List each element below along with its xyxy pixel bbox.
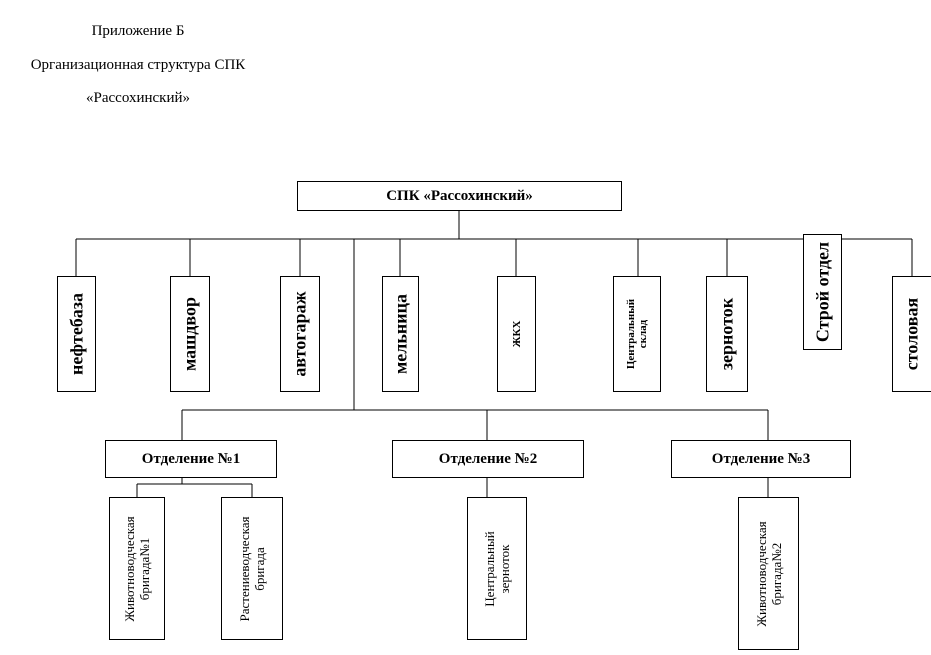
root-label: СПК «Рассохинский» xyxy=(386,187,533,204)
division-label: Отделение №2 xyxy=(438,450,538,467)
division-box-2: Отделение №2 xyxy=(392,440,584,478)
service-label: нефтебаза xyxy=(66,292,86,376)
service-label: ЖКХ xyxy=(510,320,523,348)
service-box-stolovaya: столовая xyxy=(892,276,931,392)
division-label: Отделение №1 xyxy=(141,450,241,467)
division-label: Отделение №3 xyxy=(711,450,811,467)
division-box-3: Отделение №3 xyxy=(671,440,851,478)
unit-label: Центральный зерноток xyxy=(482,530,512,607)
service-box-central-sklad: Центральный склад xyxy=(613,276,661,392)
diagram-subtitle: «Рассохинский» xyxy=(86,90,190,106)
service-label: столовая xyxy=(901,297,922,371)
service-label: машдвор xyxy=(179,296,200,372)
unit-box-livestock-brigade-2: Животноводческая бригада№2 xyxy=(738,497,799,650)
diagram-title: Организационная структура СПК xyxy=(30,57,246,73)
appendix-caption: Приложение Б xyxy=(91,23,185,39)
service-box-neftebaza: нефтебаза xyxy=(57,276,96,392)
unit-label: Животноводческая бригада№1 xyxy=(122,515,152,622)
service-box-avtogarazh: автогараж xyxy=(280,276,320,392)
unit-box-livestock-brigade-1: Животноводческая бригада№1 xyxy=(109,497,165,640)
service-box-zernotok: зерноток xyxy=(706,276,748,392)
unit-label: Животноводческая бригада№2 xyxy=(753,520,784,627)
service-label: автогараж xyxy=(289,291,310,377)
service-label: Строй отдел xyxy=(812,241,832,343)
division-box-1: Отделение №1 xyxy=(105,440,277,478)
service-box-stroy-otdel: Строй отдел xyxy=(803,234,842,350)
service-box-zhkh: ЖКХ xyxy=(497,276,536,392)
unit-label: Растениеводческая бригада xyxy=(237,516,267,621)
service-box-mashdvor: машдвор xyxy=(170,276,210,392)
service-box-melnitsa: мельница xyxy=(382,276,419,392)
service-label: Центральный склад xyxy=(625,298,649,370)
unit-box-crop-brigade: Растениеводческая бригада xyxy=(221,497,283,640)
service-label: зерноток xyxy=(716,297,737,371)
unit-box-central-zernotok: Центральный зерноток xyxy=(467,497,527,640)
service-label: мельница xyxy=(390,294,410,374)
root-box: СПК «Рассохинский» xyxy=(297,181,622,211)
